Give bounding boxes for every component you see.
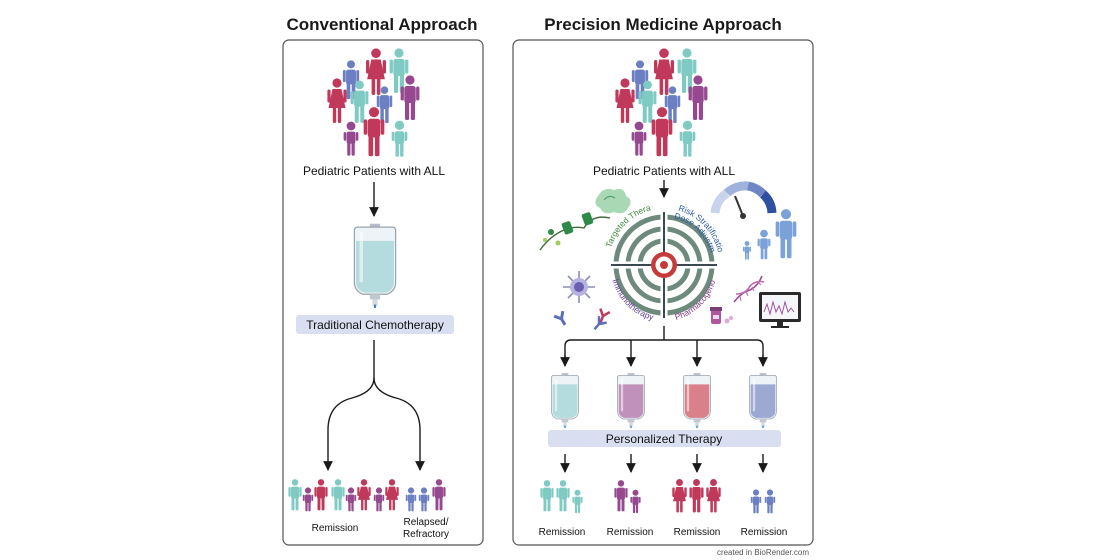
outcome-group-1-icon [540, 480, 583, 514]
remission-group-icon [288, 479, 399, 512]
personalized-bag-3-icon [682, 371, 712, 430]
relapsed-label-line1: Relapsed/ [403, 517, 448, 528]
precision-remission-label-4: Remission [741, 527, 788, 538]
traditional-chemo-label: Traditional Chemotherapy [306, 318, 444, 332]
personalized-therapy-bar [548, 430, 781, 447]
conventional-panel: Conventional Approach Pediatric Patients… [282, 15, 484, 546]
precision-patients-label: Pediatric Patients with ALL [593, 164, 735, 178]
risk-gauge-icon [710, 181, 777, 219]
arrow-to-relapsed [373, 377, 425, 471]
outcome-group-3-icon [672, 479, 721, 513]
traditional-chemo-bar [296, 315, 454, 334]
conventional-title: Conventional Approach [286, 15, 477, 34]
conventional-panel-border [282, 39, 484, 546]
dna-icon [733, 275, 765, 303]
precision-title: Precision Medicine Approach [544, 15, 781, 34]
personalized-therapy-label: Personalized Therapy [606, 432, 723, 446]
precision-remission-label-1: Remission [539, 527, 586, 538]
outcome-group-4-icon [750, 489, 776, 514]
conventional-remission-label: Remission [312, 523, 359, 534]
patient-crowd-icon [327, 48, 420, 157]
precision-panel-border [512, 39, 814, 546]
targeted-molecules-icon [539, 188, 631, 251]
targeted-therapy-label: Targeted Therapy [0, 0, 652, 249]
precision-patient-crowd-icon [615, 48, 708, 157]
antibody-icon [553, 308, 611, 331]
dose-adjustment-label: Dose Adjustment [0, 0, 718, 254]
precision-branch-arrows [560, 326, 768, 367]
family-icon [743, 209, 797, 260]
relapsed-group-icon [405, 479, 446, 512]
target-icon [611, 212, 717, 318]
arrow-to-remission [323, 340, 375, 471]
chemo-iv-bag-icon [352, 221, 398, 310]
outcome-group-2-icon [614, 480, 641, 514]
medication-icon [710, 307, 733, 324]
personalized-bag-2-icon [616, 371, 646, 430]
biorender-credit: created in BioRender.com [717, 548, 809, 557]
personalized-bag-4-icon [748, 371, 778, 430]
personalized-bag-1-icon [550, 371, 580, 430]
computer-monitor-icon [759, 292, 801, 328]
precision-remission-label-2: Remission [607, 527, 654, 538]
immune-cell-icon [563, 271, 595, 303]
risk-stratification-label: Risk Stratification/ [0, 0, 726, 253]
precision-remission-label-3: Remission [674, 527, 721, 538]
conventional-patients-label: Pediatric Patients with ALL [303, 164, 445, 178]
relapsed-label-line2: Refractory [403, 529, 449, 540]
